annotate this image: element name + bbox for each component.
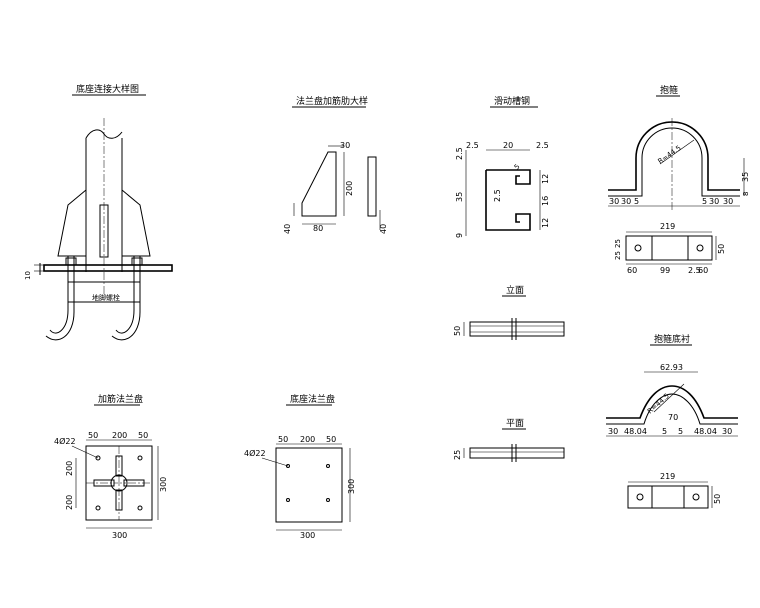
hoop-strip-bottom-d: 60 — [698, 266, 708, 275]
hoop-strip-length: 219 — [660, 222, 675, 231]
hoop-strip-bottom-c: 2.5 — [688, 266, 701, 275]
channel-right-dim-a: 12 — [541, 174, 550, 184]
base-connection-detail: 底座连接大样图 10 地脚螺栓 — [24, 83, 173, 341]
ribbed-flange-bottom: 300 — [112, 531, 127, 540]
hoop-left-dim-b: 30 — [621, 197, 631, 206]
plan-title: 平面 — [506, 418, 524, 429]
base-flange-top-c: 50 — [326, 435, 336, 444]
hoop-radius: R=44.5 — [657, 144, 683, 166]
rib-height: 200 — [345, 181, 354, 196]
base-flange-bolt-label: 4Ø22 — [244, 448, 266, 458]
channel-left-dim-c: 9 — [455, 233, 464, 238]
channel-left-dim-b: 35 — [455, 192, 464, 202]
plan-width: 25 — [453, 450, 462, 460]
hoop-clamp: 抱箍 R=44.5 35 8 30 30 5 5 30 30 219 50 25… — [608, 84, 750, 275]
rib-thickness: 40 — [379, 224, 388, 234]
hoop-strip-bottom-b: 99 — [660, 266, 670, 275]
hoop-thickness: 8 — [742, 192, 750, 196]
channel-right-dim-c: 12 — [541, 218, 550, 228]
hoop-height: 35 — [741, 172, 750, 182]
anchor-bolt-label: 地脚螺栓 — [92, 293, 120, 302]
hoop-right-dim-b: 30 — [709, 197, 719, 206]
base-detail-title: 底座连接大样图 — [76, 83, 139, 95]
hoop-liner-dim-b: 48.04 — [624, 427, 647, 436]
hoop-liner-length: 219 — [660, 472, 675, 481]
hoop-liner-angle: 70 — [668, 413, 678, 422]
hoop-liner-width: 50 — [713, 494, 722, 504]
channel-left-dim-a: 2.5 — [455, 147, 464, 160]
hoop-left-dim-a: 30 — [609, 197, 619, 206]
base-flange-title: 底座法兰盘 — [290, 393, 335, 405]
ribbed-flange-left-b: 200 — [65, 495, 74, 510]
hoop-liner-dim-d: 5 — [678, 427, 683, 436]
channel-elevation: 立面 50 — [453, 284, 565, 340]
hoop-strip-dim-a: 25 — [614, 239, 622, 248]
channel-inner-dim-a: 2.5 — [493, 189, 502, 202]
base-flange-bottom: 300 — [300, 531, 315, 540]
sliding-channel-steel: 滑动槽钢 2.5 20 2.5 2.5 35 9 2.5 5 12 16 12 — [455, 95, 550, 238]
hoop-liner-dim-c: 5 — [662, 427, 667, 436]
channel-right-dim-b: 16 — [541, 196, 550, 206]
ribbed-flange-right: 300 — [159, 477, 168, 492]
hoop-liner-dim-f: 30 — [722, 427, 732, 436]
base-flange-plate: 底座法兰盘 50 200 50 4Ø22 300 300 — [244, 393, 356, 540]
ribbed-flange-plate: 加筋法兰盘 50 200 50 4Ø22 200 200 300 300 — [54, 393, 168, 540]
rib-base-width: 80 — [313, 224, 323, 233]
ribbed-flange-title: 加筋法兰盘 — [98, 393, 143, 405]
hoop-strip-bottom-a: 60 — [627, 266, 637, 275]
channel-steel-title: 滑动槽钢 — [494, 95, 530, 107]
rib-top-width: 30 — [340, 141, 350, 150]
channel-top-dim-b: 20 — [503, 141, 513, 150]
channel-top-dim-c: 2.5 — [536, 141, 549, 150]
hoop-liner-radius: R=44.5 — [646, 392, 671, 416]
elevation-height: 50 — [453, 326, 462, 336]
ribbed-flange-top-a: 50 — [88, 431, 98, 440]
hoop-liner-title: 抱箍底衬 — [654, 333, 690, 345]
flange-rib-title: 法兰盘加筋肋大样 — [296, 95, 368, 107]
hoop-liner-chord: 62.93 — [660, 363, 683, 372]
hoop-liner: 抱箍底衬 62.93 R=44.5 70 30 48.04 5 5 48.04 … — [606, 333, 738, 509]
ribbed-flange-top-b: 200 — [112, 431, 127, 440]
base-plate-thickness: 10 — [24, 271, 32, 280]
channel-plan: 平面 25 — [453, 418, 565, 462]
base-flange-top-b: 200 — [300, 435, 315, 444]
ribbed-flange-left-a: 200 — [65, 461, 74, 476]
hoop-strip-width: 50 — [717, 244, 726, 254]
hoop-liner-dim-a: 30 — [608, 427, 618, 436]
hoop-title: 抱箍 — [660, 84, 678, 96]
hoop-strip-dim-b: 25 — [614, 251, 622, 260]
hoop-liner-dim-e: 48.04 — [694, 427, 717, 436]
base-flange-top-a: 50 — [278, 435, 288, 444]
hoop-right-dim-c: 30 — [723, 197, 733, 206]
channel-inner-dim-b: 5 — [513, 163, 522, 172]
elevation-title: 立面 — [506, 284, 524, 296]
hoop-right-dim-a: 5 — [702, 197, 707, 206]
flange-rib-detail: 法兰盘加筋肋大样 30 200 40 80 40 — [283, 95, 388, 234]
ribbed-flange-bolt-label: 4Ø22 — [54, 436, 76, 446]
hoop-left-dim-c: 5 — [634, 197, 639, 206]
base-flange-right: 300 — [347, 479, 356, 494]
ribbed-flange-top-c: 50 — [138, 431, 148, 440]
rib-edge-height: 40 — [283, 224, 292, 234]
channel-top-dim-a: 2.5 — [466, 141, 479, 150]
